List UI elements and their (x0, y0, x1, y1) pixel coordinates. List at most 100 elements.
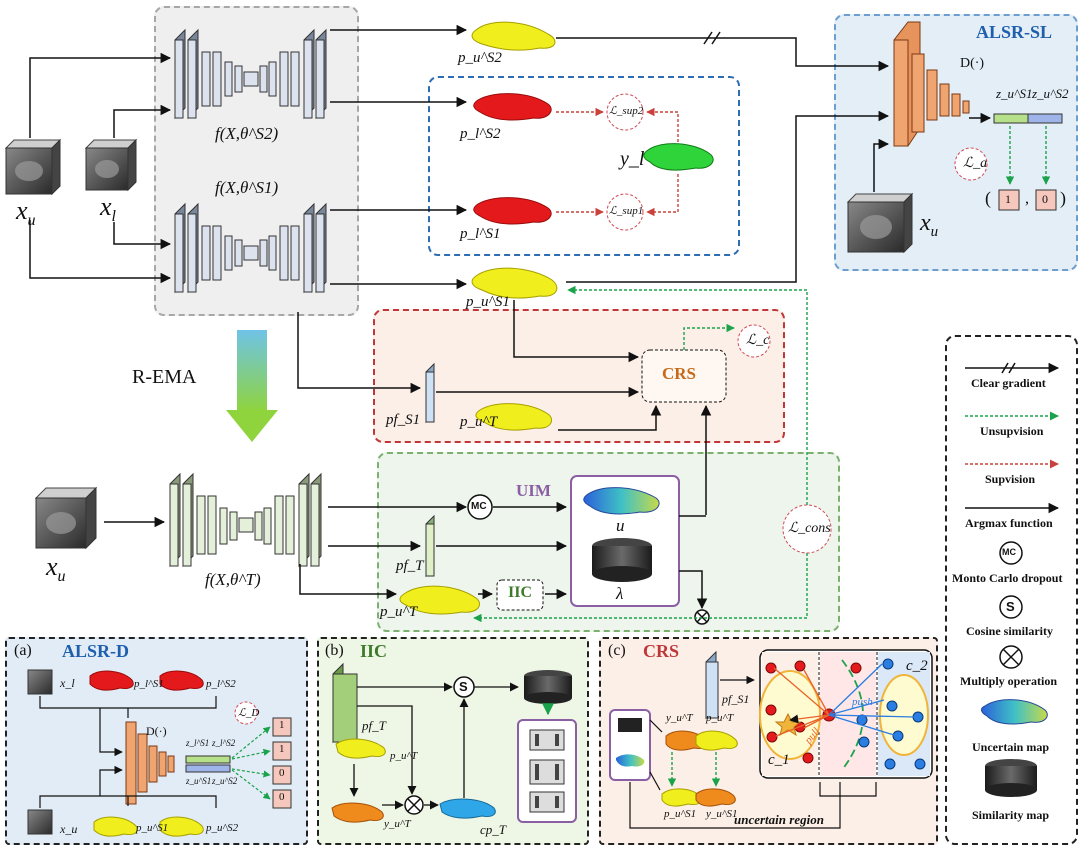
panel-c-c1: c_1 (768, 752, 790, 768)
label-encoder-student2: f(X,θ^S2) (215, 124, 279, 143)
panel-b-graphics (331, 662, 577, 823)
loss-c-circle (737, 324, 771, 358)
legend-argmax: Argmax function (965, 516, 1053, 530)
mask-yl (643, 143, 714, 171)
panel-a-tag: (a) (14, 642, 32, 659)
panel-a-pu-s2: p_u^S2 (206, 822, 239, 834)
legend-similarity-map: Similarity map (972, 808, 1049, 822)
legend-mc-icon-label: MC (1002, 547, 1016, 557)
panel-a-pl-s2: p_l^S2 (206, 678, 236, 690)
uim-title: UIM (516, 481, 551, 500)
panel-a-out-2: 1 (279, 743, 285, 755)
label-pf-t: pf_T (396, 558, 424, 574)
alsr-out-box-2 (1035, 189, 1057, 211)
input-xl-cube (84, 138, 138, 192)
alsr-sl-bracket-left: ( (985, 188, 991, 208)
legend-uncertain-map: Uncertain map (972, 740, 1049, 754)
alsr-sl-out2: 0 (1042, 192, 1048, 206)
feature-pf-t (425, 514, 435, 578)
panel-b-title: IIC (360, 641, 388, 661)
alsr-sl-out1: 1 (1005, 192, 1011, 206)
panel-c-tag: (c) (608, 642, 626, 659)
unsupervision-arrows (473, 126, 1051, 623)
panel-b-pu-t: p_u^T (390, 750, 418, 762)
panel-a-out-1: 1 (279, 719, 285, 731)
loss-d: ℒ_D (238, 707, 260, 719)
panel-c-yu-s1: y_u^S1 (706, 808, 738, 820)
alsr-sl-bracket-right: ) (1060, 188, 1066, 208)
input-xu-cube-teacher (34, 486, 98, 550)
panel-c-pu-t: p_u^T (706, 712, 734, 724)
panel-a-zu-s1: z_u^S1 (186, 776, 212, 786)
loss-sup1: ℒ_sup1 (609, 205, 644, 217)
label-xu: xu (16, 196, 36, 230)
panel-c-pu-s1: p_u^S1 (664, 808, 697, 820)
label-pu-s2: p_u^S2 (458, 50, 502, 66)
discriminator-alsr-sl (893, 21, 970, 147)
panel-b-tag: (b) (325, 642, 344, 659)
panel-a-pu-s1: p_u^S1 (136, 822, 169, 834)
uncertain-map-image (583, 487, 660, 515)
panel-c-graphics (609, 649, 933, 829)
panel-a-xl: x_l (60, 676, 75, 690)
multiply-node (694, 609, 710, 625)
loss-sup1-circle (606, 193, 644, 231)
panel-c-push: push (852, 696, 873, 708)
iic-node-label: IIC (508, 584, 533, 601)
input-xu-cube (4, 138, 62, 196)
label-lambda: λ (616, 584, 624, 603)
mask-pu-s2 (471, 21, 556, 51)
rema-arrow (226, 330, 278, 442)
mask-pl-s1 (473, 197, 552, 225)
label-encoder-teacher: f(X,θ^T) (205, 570, 261, 589)
clear-gradient-mark (703, 31, 721, 45)
label-pl-s1: p_l^S1 (460, 226, 501, 242)
rema-label: R-EMA (132, 366, 197, 388)
encoder-student2 (174, 28, 327, 120)
loss-sup2-circle (606, 93, 644, 131)
mc-node (467, 494, 493, 520)
panel-b-cp-t: cp_T (480, 822, 506, 837)
mask-pl-s2 (473, 93, 552, 121)
panel-a-pl-s1: p_l^S1 (134, 678, 164, 690)
mask-pu-t-teacher (399, 585, 480, 615)
alsr-out-box-1 (998, 189, 1020, 211)
legend-mc-dropout: Monto Carlo dropout (952, 571, 1063, 585)
panel-a-out-3: 0 (279, 767, 285, 779)
panel-a-graphics (27, 669, 292, 837)
label-yl: y_l (620, 148, 645, 170)
loss-sup2: ℒ_sup2 (609, 105, 644, 117)
z-s1-vector (993, 113, 1029, 124)
label-xu-teacher: xu (46, 552, 66, 586)
legend-unsupvision: Unsupvision (980, 424, 1044, 438)
mask-pu-t-crs (475, 403, 552, 431)
panel-c-uncertain-region: uncertain region (734, 812, 824, 827)
legend-s-icon-label: S (1006, 599, 1015, 614)
supervision-panel (428, 76, 740, 256)
panel-c-yu-t: y_u^T (666, 712, 693, 724)
z-s2-vector (1027, 113, 1063, 124)
legend-supvision: Supvision (985, 472, 1036, 486)
panel-a-d-label: D(·) (146, 724, 167, 738)
panel-a-zl-s1: z_l^S1 (186, 738, 210, 748)
label-xl: xl (100, 192, 116, 226)
legend-clear-gradient: Clear gradient (971, 376, 1046, 390)
alsr-sl-d-label: D(·) (960, 56, 985, 71)
panel-a-zl-s2: z_l^S2 (212, 738, 236, 748)
label-pf-s1: pf_S1 (386, 412, 421, 428)
loss-cons: ℒ_cons (788, 521, 831, 536)
black-arrows (29, 24, 992, 610)
alsr-sl-z2: z_u^S2 (1032, 86, 1069, 101)
legend-multiply: Multiply operation (960, 674, 1058, 688)
panel-c-pf-s1: pf_S1 (722, 692, 750, 706)
loss-c: ℒ_c (746, 333, 770, 348)
crs-node-label: CRS (662, 364, 697, 383)
feature-pf-s1 (425, 362, 435, 424)
panel-b-yu-t: y_u^T (384, 818, 411, 830)
panel-a-xu: x_u (60, 822, 78, 836)
mask-pu-s1 (471, 267, 558, 299)
panel-c-title: CRS (643, 641, 680, 661)
alsr-sl-comma: , (1025, 190, 1029, 207)
encoder-student1 (174, 202, 327, 294)
